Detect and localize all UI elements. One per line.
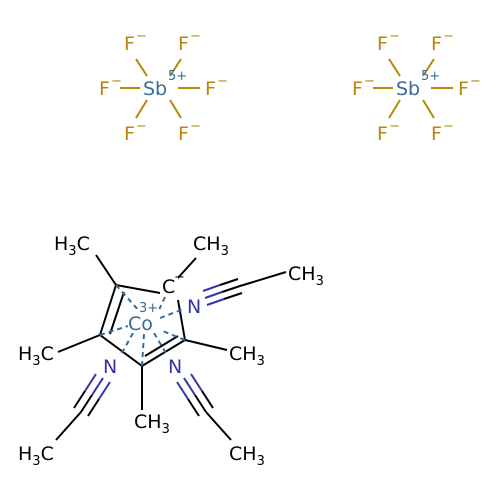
fluorine-atom: F [124, 123, 135, 145]
methyl-group: CH3 [193, 233, 229, 259]
methyl-group: CH3 [229, 343, 265, 369]
metal-ring-bond [159, 329, 186, 341]
sb-f-bond [388, 99, 401, 119]
sb-f-bond [388, 58, 401, 77]
fluorine-atom: F [431, 123, 442, 145]
ring-bond [99, 334, 143, 367]
label-mask [185, 294, 205, 316]
fluorine-atom: F [99, 78, 110, 100]
sb-f-bond [422, 99, 435, 119]
nitrile-methyl-bond [239, 271, 287, 287]
antimony-atom: Sb [143, 78, 167, 100]
sb-f-bond [169, 99, 182, 119]
methyl-group: H3C [18, 443, 54, 469]
nitrogen-atom: N [187, 296, 201, 318]
fluorine-charge: − [389, 119, 400, 134]
methyl-group: CH3 [288, 263, 324, 289]
metal-ring-bond [99, 325, 129, 336]
methyl-group: CH3 [134, 411, 170, 437]
methyl-bond [184, 339, 228, 351]
ring-double-bond [144, 335, 179, 357]
methyl-bond [57, 334, 101, 353]
nitrogen-atom: N [168, 356, 182, 378]
sb-f-bond [135, 58, 148, 77]
nitrile-triple-bond [73, 373, 111, 417]
nitrile-triple-bond [176, 373, 214, 417]
fluorine-atom: F [352, 78, 363, 100]
antimony-charge: 5+ [421, 69, 440, 84]
fluorine-charge: − [443, 29, 454, 44]
fluorine-charge: − [190, 29, 201, 44]
label-mask [166, 355, 186, 377]
nitrile-methyl-bond [205, 411, 232, 441]
sb-f-bond [422, 58, 435, 77]
hexafluoroantimonate-anion-1: Sb 5+ F − F − F − F − F − F − [99, 29, 228, 145]
label-mask [101, 355, 121, 377]
antimony-charge: 5+ [168, 69, 187, 84]
fluorine-charge: − [136, 119, 147, 134]
methyl-bond [175, 257, 197, 281]
nitrogen-atom: N [103, 356, 117, 378]
metal-nitrogen-bond [159, 307, 187, 319]
ring-double-bond [109, 291, 125, 335]
sb-f-bond [169, 58, 182, 77]
metal-ring-bond [141, 333, 145, 367]
ring-bond [99, 284, 117, 336]
fluorine-atom: F [431, 33, 442, 55]
fluorine-atom: F [124, 33, 135, 55]
fluorine-atom: F [377, 123, 388, 145]
ring-bond [177, 299, 186, 341]
fluorine-charge: − [136, 29, 147, 44]
nitrile-triple-bond [202, 278, 243, 306]
carbanion-atom: C [162, 276, 175, 298]
cobalt-complex-cation: Co 3+ C − N N N H3C CH3 H3C CH3 CH3 CH3 … [18, 233, 324, 469]
methyl-bond [95, 254, 117, 286]
methyl-group: H3C [18, 343, 54, 369]
fluorine-charge: − [364, 74, 375, 89]
antimony-atom: Sb [396, 78, 420, 100]
cobalt-atom: Co [128, 313, 153, 335]
fluorine-atom: F [178, 33, 189, 55]
fluorine-charge: − [389, 29, 400, 44]
ring-bond [141, 339, 186, 367]
cobalt-charge: 3+ [139, 301, 158, 316]
fluorine-charge: − [470, 74, 481, 89]
fluorine-atom: F [205, 78, 216, 100]
fluorine-charge: − [190, 119, 201, 134]
methyl-group: CH3 [229, 443, 265, 469]
methyl-group: H3C [54, 233, 90, 259]
fluorine-charge: − [111, 74, 122, 89]
fluorine-charge: − [443, 119, 454, 134]
nitrile-methyl-bond [55, 411, 82, 441]
hexafluoroantimonate-anion-2: Sb 5+ F − F − F − F − F − F − [352, 29, 481, 145]
metal-ring-bond [115, 284, 141, 313]
label-mask [160, 273, 178, 295]
carbanion-charge: − [174, 270, 185, 285]
label-mask [128, 309, 160, 333]
fluorine-atom: F [178, 123, 189, 145]
sb-f-bond [135, 99, 148, 119]
fluorine-atom: F [458, 78, 469, 100]
fluorine-atom: F [377, 33, 388, 55]
ring-bond [115, 284, 161, 294]
fluorine-charge: − [217, 74, 228, 89]
